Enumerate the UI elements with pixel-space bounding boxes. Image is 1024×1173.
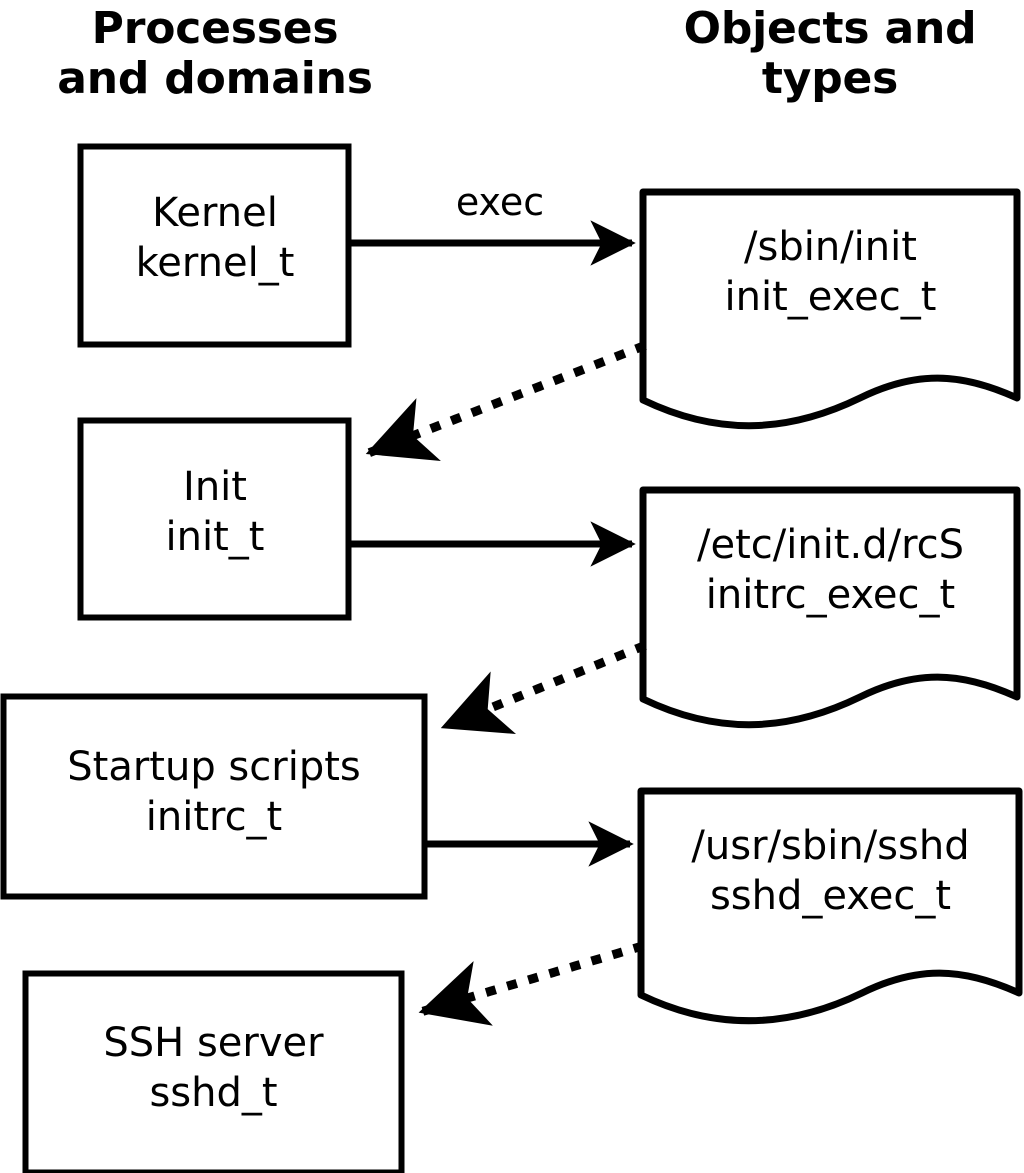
process-node-initrc[interactable] [0,693,428,900]
process-node-init-label: Init init_t [165,464,265,560]
object-node-sshd-exec[interactable] [637,787,1023,1025]
process-node-kernel-label: Kernel kernel_t [135,190,295,286]
edge-initrc-exec-domain-initrc [440,641,647,735]
object-node-init-exec-label: /sbin/init init_exec_t [724,224,937,320]
object-node-initrc-exec[interactable] [639,486,1021,729]
object-node-init-exec[interactable] [639,188,1021,430]
column-header-processes: Processes and domains [57,3,373,104]
process-node-sshd[interactable] [22,970,405,1173]
object-node-sshd-exec-label: /usr/sbin/sshd sshd_exec_t [691,823,970,919]
process-node-sshd-label: SSH server sshd_t [103,1020,324,1116]
edge-label-exec: exec [455,180,545,224]
column-header-objects: Objects and types [683,3,977,104]
process-node-kernel[interactable] [77,143,352,348]
object-node-initrc-exec-label: /etc/init.d/rcS initrc_exec_t [696,522,965,618]
process-node-init[interactable] [77,417,352,621]
process-node-initrc-label: Startup scripts initrc_t [67,744,361,840]
edge-init-exec-domain-init [365,341,647,462]
edge-sshd-exec-domain-sshd [418,941,645,1026]
